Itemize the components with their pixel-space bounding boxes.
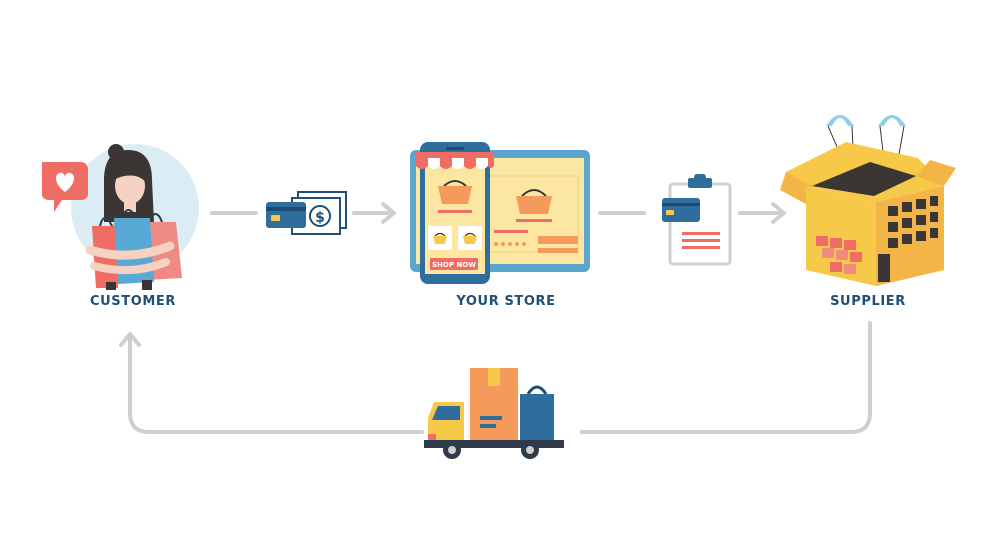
shopper-woman-icon: [71, 144, 199, 290]
delivery-truck-icon: [424, 368, 564, 459]
heart-bubble-icon: [42, 162, 88, 212]
arrow-payment-to-store: [352, 202, 396, 224]
supplier-label: SUPPLIER: [830, 294, 906, 309]
arrow-supplier-to-customer: [119, 321, 872, 434]
warehouse-box-icon: [780, 115, 956, 286]
online-store-icon: SHOP NOW: [410, 142, 590, 284]
order-clipboard-icon: [662, 174, 732, 266]
arrow-order-to-supplier: [738, 202, 786, 224]
customer-label: CUSTOMER: [89, 294, 176, 309]
your-store-label: YOUR STORE: [456, 294, 556, 309]
payment-card-cash-icon: $: [266, 191, 347, 235]
svg-text:$: $: [315, 210, 325, 226]
shop-now-button: [430, 258, 478, 270]
shop-now-label: SHOP NOW: [432, 261, 476, 269]
